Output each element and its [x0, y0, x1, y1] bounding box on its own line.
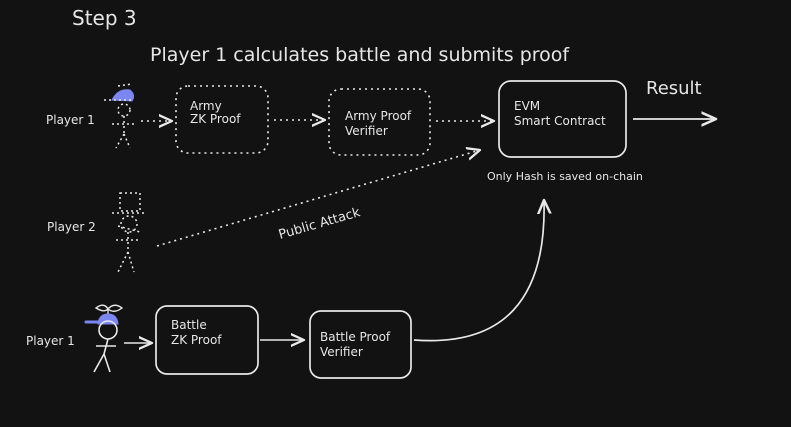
army-zk-proof-box: Army ZK Proof: [175, 85, 269, 154]
arrow-battle-verifier-to-evm: [413, 200, 544, 342]
evm-line2: Smart Contract: [514, 114, 606, 128]
army-zk-line1: Army: [190, 99, 222, 113]
hash-note: Only Hash is saved on-chain: [487, 170, 643, 183]
result-label: Result: [646, 78, 702, 99]
player2-label: Player 2: [47, 220, 96, 234]
battle-zk-line2: ZK Proof: [171, 333, 222, 347]
stick-figure-with-blue-propeller-cap-icon: [84, 304, 124, 373]
public-attack-label: Public Attack: [277, 205, 362, 243]
player1-top-label: Player 1: [46, 113, 95, 127]
army-proof-verifier-box: Army Proof Verifier: [328, 88, 431, 156]
army-verifier-line2: Verifier: [345, 124, 388, 138]
battle-verifier-line1: Battle Proof: [320, 330, 391, 344]
player1-bottom-label: Player 1: [26, 334, 75, 348]
army-zk-line2: ZK Proof: [190, 112, 241, 126]
battle-verifier-line2: Verifier: [320, 345, 363, 359]
dotted-stick-figure-with-hat-icon: [112, 192, 144, 273]
battle-zk-proof-box: Battle ZK Proof: [155, 305, 259, 375]
page-heading: Player 1 calculates battle and submits p…: [150, 44, 570, 66]
evm-smart-contract-box: EVM Smart Contract: [498, 80, 627, 158]
dotted-stick-figure-with-blue-propeller-hat-icon: [104, 83, 136, 149]
battle-proof-verifier-box: Battle Proof Verifier: [309, 310, 412, 379]
arrow-public-attack: [156, 150, 480, 247]
evm-line1: EVM: [514, 99, 540, 113]
battle-zk-line1: Battle: [171, 318, 207, 332]
army-verifier-line1: Army Proof: [345, 109, 412, 123]
step-title: Step 3: [72, 6, 137, 30]
